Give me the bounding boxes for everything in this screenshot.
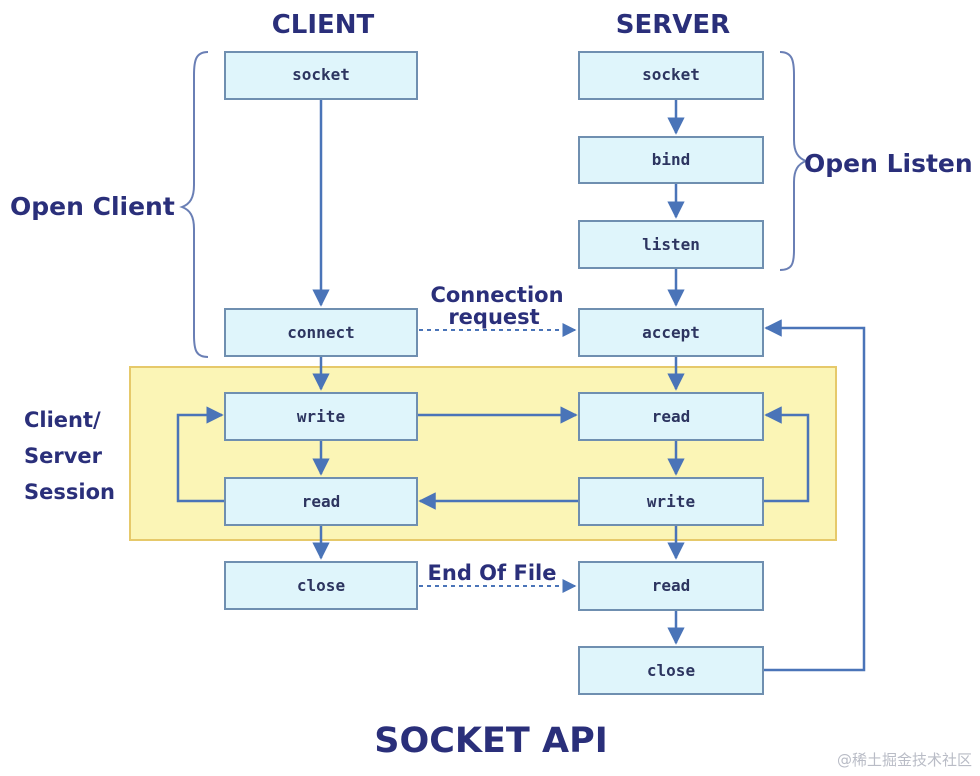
node-client-socket: socket: [224, 51, 418, 100]
loop-client: [176, 406, 225, 503]
dotted-arrows: [419, 323, 577, 593]
node-client-read: read: [224, 477, 418, 526]
arrow-sclose-saccept: [763, 319, 866, 672]
svg-text:read: read: [652, 576, 691, 595]
node-client-close: close: [224, 561, 418, 610]
node-server-write: write: [578, 477, 764, 526]
arrows: [176, 99, 866, 672]
svg-text:connect: connect: [287, 323, 354, 342]
svg-text:read: read: [302, 492, 341, 511]
svg-text:socket: socket: [642, 65, 700, 84]
server-header: SERVER: [616, 10, 730, 40]
session-label-line2: Server: [24, 444, 103, 468]
client-header: CLIENT: [272, 10, 375, 40]
svg-text:read: read: [652, 407, 691, 426]
connection-request-label-line2: request: [448, 305, 539, 329]
svg-text:write: write: [297, 407, 345, 426]
svg-text:write: write: [647, 492, 695, 511]
node-client-connect: connect: [224, 308, 418, 357]
open-listen-brace: [779, 51, 809, 271]
session-label-line1: Client/: [24, 408, 101, 432]
node-server-socket: socket: [578, 51, 764, 100]
node-client-write: write: [224, 392, 418, 441]
open-listen-label: Open Listen: [804, 149, 973, 178]
svg-text:socket: socket: [292, 65, 350, 84]
node-server-listen: listen: [578, 220, 764, 269]
diagram-title: SOCKET API: [374, 721, 608, 761]
node-server-read-eof: read: [578, 561, 764, 611]
node-server-accept: accept: [578, 308, 764, 357]
node-server-bind: bind: [578, 136, 764, 184]
svg-text:close: close: [297, 576, 345, 595]
node-server-read: read: [578, 392, 764, 441]
watermark: @稀土掘金技术社区: [836, 751, 972, 769]
open-client-label: Open Client: [10, 192, 175, 221]
svg-text:bind: bind: [652, 150, 691, 169]
loop-server: [763, 406, 810, 503]
session-label-line3: Session: [24, 480, 115, 504]
svg-text:close: close: [647, 661, 695, 680]
open-client-brace: [179, 51, 209, 358]
connection-request-label-line1: Connection: [430, 283, 563, 307]
node-server-close: close: [578, 646, 764, 695]
svg-text:listen: listen: [642, 235, 700, 254]
end-of-file-label: End Of File: [428, 561, 557, 585]
svg-text:accept: accept: [642, 323, 700, 342]
